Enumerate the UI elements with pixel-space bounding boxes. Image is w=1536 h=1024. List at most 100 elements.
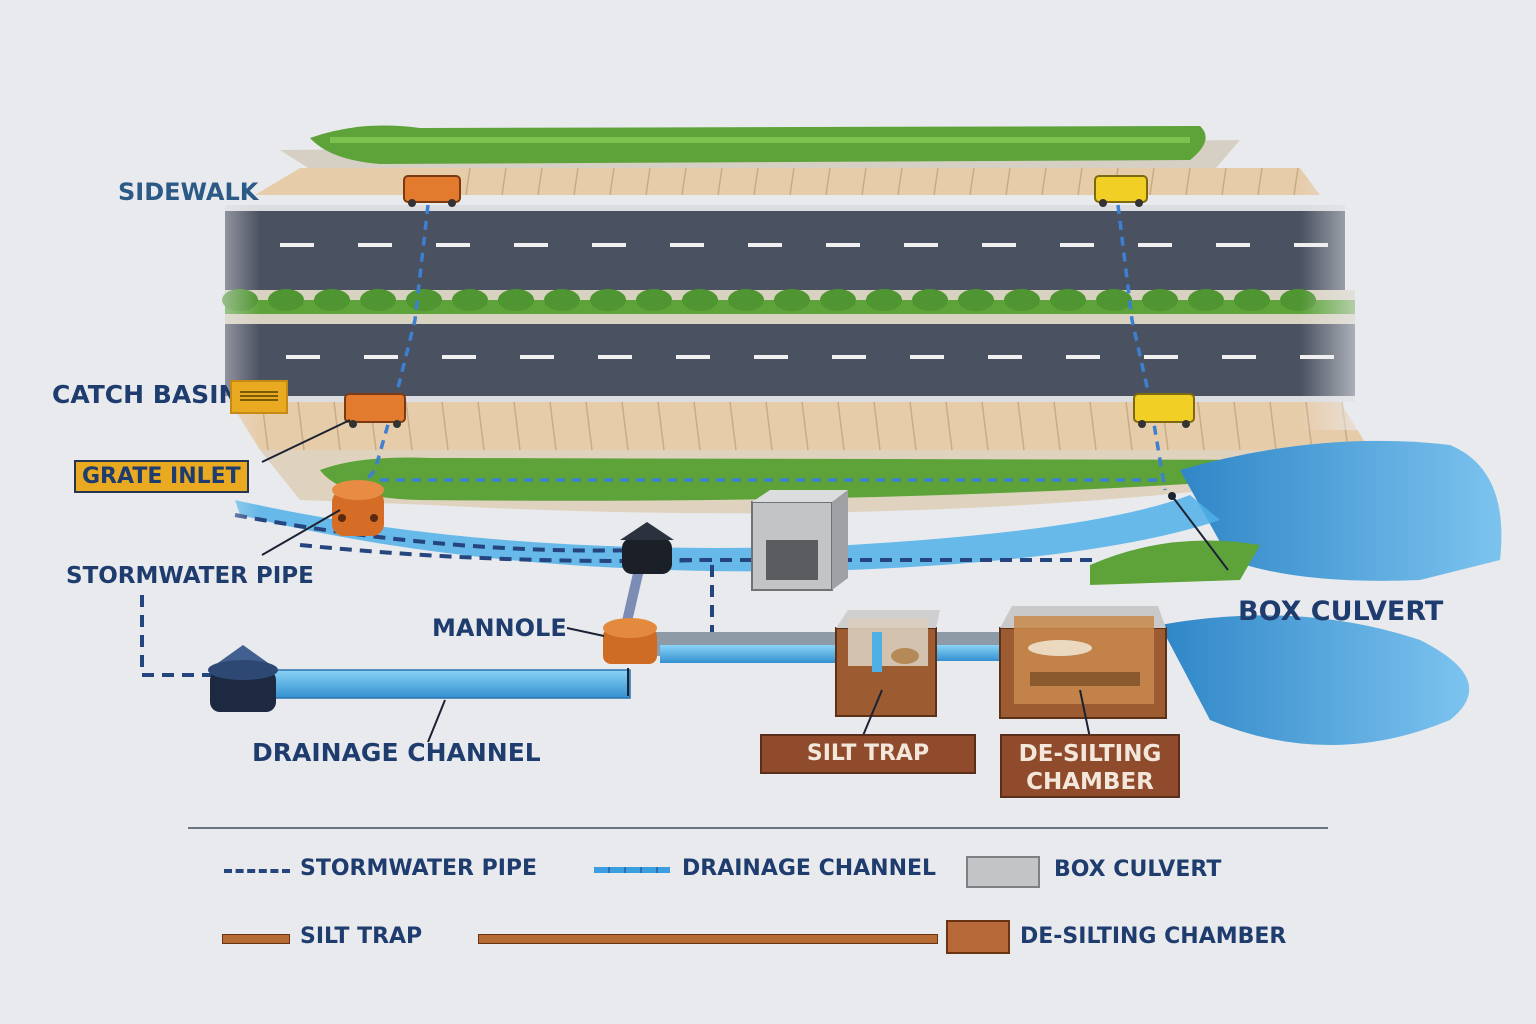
paver-joint — [969, 167, 975, 196]
orange-inlet-top — [403, 175, 461, 207]
median-shrub — [406, 289, 442, 311]
legend-swatch-box-culvert — [966, 856, 1040, 888]
paver-joint — [1293, 167, 1299, 196]
median-shrub — [360, 289, 396, 311]
drainage-pipe — [269, 563, 1010, 699]
desilting-label-line2: CHAMBER — [1026, 769, 1154, 795]
lane-dash — [442, 355, 476, 359]
paver-joint — [1257, 167, 1263, 196]
median-shrub — [1234, 289, 1270, 311]
paver-joint — [501, 167, 507, 196]
lane-dash — [592, 243, 626, 247]
catch-basin-label: CATCH BASIN — [52, 380, 240, 409]
lane-dash — [1066, 355, 1100, 359]
median-shrub — [958, 289, 994, 311]
box-culvert — [751, 490, 848, 591]
paver-joint — [1041, 167, 1047, 196]
orange-manhole — [603, 618, 657, 664]
paver-joint — [477, 401, 485, 451]
desilting-label-line1: DE-SILTING — [1018, 741, 1162, 767]
paver-joint — [657, 401, 665, 451]
lane-dash — [982, 243, 1016, 247]
lane-dash — [910, 355, 944, 359]
lane-dash — [832, 355, 866, 359]
lane-dash — [676, 355, 710, 359]
paver-joint — [933, 167, 939, 196]
paver-joint — [609, 167, 615, 196]
median-shrub — [1188, 289, 1224, 311]
paver-joint — [465, 167, 471, 196]
paver-joint — [693, 401, 701, 451]
paver-joint — [765, 401, 773, 451]
roadway — [222, 205, 1355, 402]
yellow-inlet-bottom — [1133, 393, 1195, 428]
median-shrub — [544, 289, 580, 311]
dark-manhole-left — [208, 645, 278, 712]
median-shrub — [728, 289, 764, 311]
paver-joint — [717, 167, 723, 196]
lane-dash — [520, 355, 554, 359]
paver-joint — [1197, 401, 1205, 451]
lane-dash — [514, 243, 548, 247]
silt-trap — [835, 610, 940, 717]
paver-joint — [909, 401, 917, 451]
paver-joint — [537, 167, 543, 196]
paver-joint — [645, 167, 651, 196]
curb-drainage-channel — [235, 495, 1220, 572]
median-shrub — [1004, 289, 1040, 311]
manhole-structures — [208, 480, 674, 712]
top-sidewalk — [255, 167, 1320, 196]
paver-joint — [441, 401, 449, 451]
lane-dash — [598, 355, 632, 359]
yellow-inlet-top — [1094, 175, 1148, 207]
paver-joint — [513, 401, 521, 451]
paver-joint — [945, 401, 953, 451]
legend-swatch-desilting-chamber — [946, 920, 1010, 954]
legend-stormwater-pipe: STORMWATER PIPE — [300, 856, 538, 881]
legend-swatch-stormwater-pipe — [224, 869, 290, 873]
paver-joint — [837, 401, 845, 451]
lane-dash — [748, 243, 782, 247]
lane-dash — [364, 355, 398, 359]
paver-joint — [789, 167, 795, 196]
median-shrub — [590, 289, 626, 311]
lane-dash — [754, 355, 788, 359]
lane-dash — [436, 243, 470, 247]
desilting-chamber-label: DE-SILTING CHAMBER — [1000, 734, 1180, 798]
paver-joint — [405, 401, 413, 451]
lane-dash — [280, 243, 314, 247]
paver-joint — [801, 401, 809, 451]
lane-dash — [1222, 355, 1256, 359]
road-lanes-lower — [225, 320, 1355, 402]
median-shrub — [1096, 289, 1132, 311]
paver-joint — [1017, 401, 1025, 451]
legend-desilting-chamber: DE-SILTING CHAMBER — [1020, 924, 1287, 949]
paver-joint — [1149, 167, 1155, 196]
lane-dash — [1144, 355, 1178, 359]
grate-inlet-label: GRATE INLET — [74, 460, 249, 493]
paver-joint — [729, 401, 737, 451]
legend-swatch-silt-trap — [222, 934, 290, 944]
median-shrub — [1142, 289, 1178, 311]
paver-joint — [573, 167, 579, 196]
catch-basin-grate-icon — [230, 380, 288, 414]
orange-inlet-bottom — [344, 393, 406, 428]
stormwater-pipe-label: STORMWATER PIPE — [66, 563, 314, 589]
median-shrub — [820, 289, 856, 311]
paver-joint — [1221, 167, 1227, 196]
box-culvert-label: BOX CULVERT — [1238, 596, 1444, 627]
paver-joint — [1233, 401, 1241, 451]
leader-lines — [261, 419, 1229, 743]
paver-joint — [1005, 167, 1011, 196]
legend-box-culvert: BOX CULVERT — [1054, 857, 1222, 882]
lane-dash — [286, 355, 320, 359]
lane-dash — [1216, 243, 1250, 247]
lane-dash — [1138, 243, 1172, 247]
lane-dash — [670, 243, 704, 247]
median-shrub — [268, 289, 304, 311]
paver-joint — [1077, 167, 1083, 196]
river-lower — [1160, 615, 1470, 745]
top-grass-strip — [310, 125, 1206, 164]
black-manhole — [620, 522, 674, 574]
